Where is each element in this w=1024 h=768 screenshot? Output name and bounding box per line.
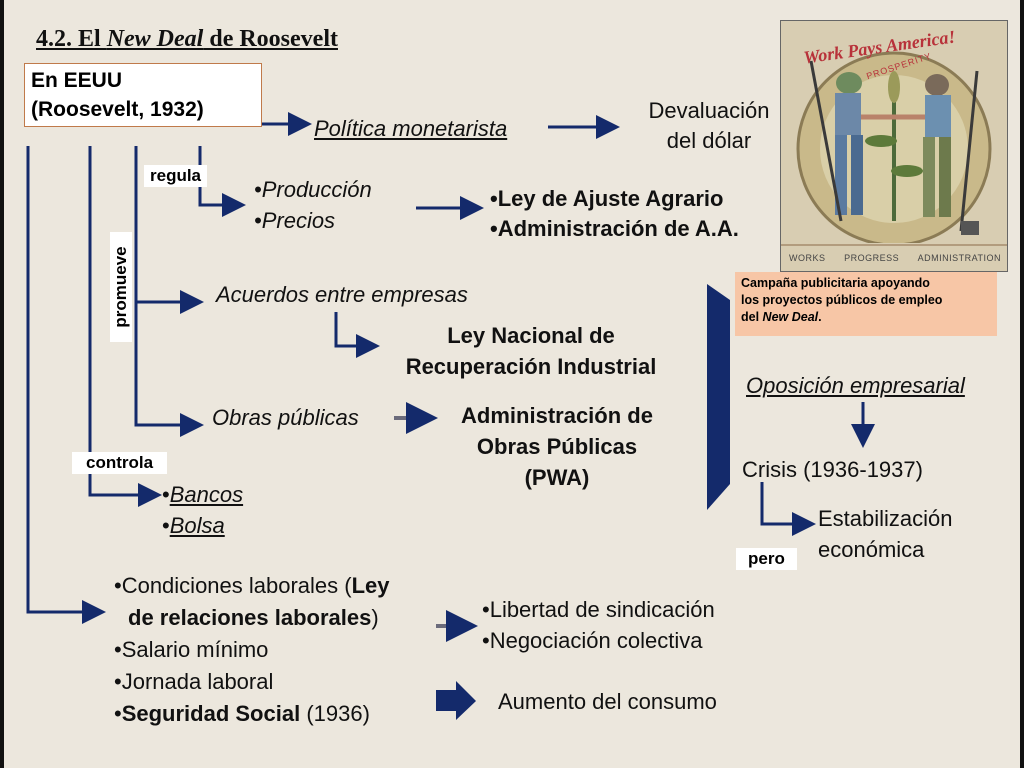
business-agreements: Acuerdos entre empresas: [216, 282, 468, 307]
industrial-recovery-law: Ley Nacional de Recuperación Industrial: [405, 323, 657, 379]
item-stock-market: •Bolsa: [162, 513, 225, 538]
labor-results: •Libertad de sindicación •Negociación co…: [482, 597, 715, 653]
business-opposition: Oposición empresarial: [746, 373, 965, 398]
tag-pero: pero: [736, 548, 797, 570]
labor-conditions: •Condiciones laborales (Ley: [114, 573, 390, 598]
monetary-policy: Política monetarista: [314, 116, 508, 141]
dollar-devaluation: Devaluación del dólar: [648, 98, 770, 153]
arrow-to-banks: [88, 146, 162, 507]
tag-promueve: promueve: [110, 232, 132, 342]
item-production: •Producción: [254, 177, 372, 202]
origin-line-1: En EEUU: [31, 69, 123, 92]
economic-stabilization: Estabilización económica: [818, 506, 953, 562]
consumption-increase: Aumento del consumo: [498, 689, 717, 714]
tag-regula: regula: [144, 165, 208, 187]
big-chevron-arrow: [707, 284, 730, 510]
labor-relations-law: de relaciones laborales): [128, 605, 379, 630]
thick-arrow-consumption: [436, 681, 476, 720]
labor-list: •Condiciones laborales (Ley de relacione…: [114, 570, 390, 730]
connector-lines: [26, 112, 875, 720]
arrow-to-labor: [26, 146, 106, 624]
arrow-to-stabilization: [760, 482, 816, 536]
pwa-administration: Administración de Obras Públicas (PWA): [461, 403, 653, 490]
tag-controla: controla: [72, 452, 168, 474]
origin-line-2: (Roosevelt, 1932): [31, 98, 204, 121]
slide-title: 4.2. El New Deal de Roosevelt: [36, 26, 338, 52]
arrow-to-industrial-law: [334, 312, 380, 358]
agrarian-adjustment-law: •Ley de Ajuste Agrario: [490, 186, 724, 211]
crisis: Crisis (1936-1937): [742, 457, 923, 482]
aaa-administration: •Administración de A.A.: [490, 216, 739, 241]
workday: •Jornada laboral: [114, 669, 274, 694]
slide: 4.2. El New Deal de Roosevelt En EEUU (R…: [4, 0, 1020, 768]
item-prices: •Precios: [254, 208, 336, 233]
minimum-wage: •Salario mínimo: [114, 637, 269, 662]
arrow-to-public-works: [134, 302, 204, 437]
social-security: •Seguridad Social (1936): [114, 701, 370, 726]
public-works: Obras públicas: [212, 405, 359, 430]
poster-caption: Campaña publicitaria apoyando los proyec…: [735, 272, 997, 336]
origin-box: En EEUU (Roosevelt, 1932): [24, 63, 262, 127]
item-banks: •Bancos: [162, 482, 244, 507]
